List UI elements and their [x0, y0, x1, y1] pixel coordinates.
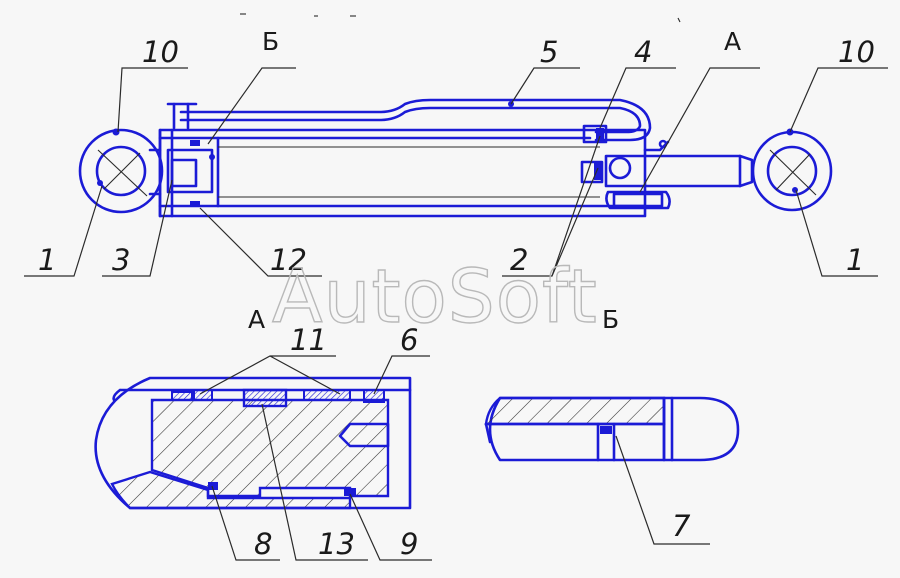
callout-7: 7: [672, 509, 691, 543]
callout-1-left: 1: [38, 243, 56, 277]
watermark: AutoSoft: [272, 254, 598, 340]
callout-10-right: 10: [838, 35, 875, 69]
hydraulic-pipe: [166, 98, 652, 142]
rod-gland: [580, 124, 671, 210]
view-label-b-detail: Б: [602, 305, 619, 334]
top-callouts: 10 Б 5 4 А 10 1 3 12 2 1: [24, 27, 888, 277]
detail-view-b: Б 7: [484, 305, 740, 545]
callout-10-left: 10: [142, 35, 179, 69]
callout-3: 3: [112, 243, 130, 277]
top-marks: [240, 13, 681, 23]
callout-13: 13: [318, 527, 355, 561]
piston: [166, 140, 215, 207]
callout-2: 2: [510, 243, 528, 277]
view-label-b-top: Б: [262, 27, 279, 56]
right-eye: [751, 128, 833, 212]
left-eye: [78, 128, 164, 214]
callout-4: 4: [634, 35, 652, 69]
view-label-a-detail: А: [248, 305, 265, 334]
callout-5: 5: [540, 35, 558, 69]
cylinder-barrel: [158, 128, 647, 218]
detail-view-a: А 11 6 8 13 9: [94, 305, 432, 561]
cylinder-assembly: [78, 13, 833, 218]
callout-9: 9: [400, 527, 418, 561]
callout-1-right: 1: [846, 243, 864, 277]
callout-12: 12: [270, 243, 307, 277]
view-label-a-top: А: [724, 27, 741, 56]
callout-6: 6: [400, 323, 418, 357]
callout-11: 11: [290, 323, 327, 357]
callout-8: 8: [254, 527, 272, 561]
